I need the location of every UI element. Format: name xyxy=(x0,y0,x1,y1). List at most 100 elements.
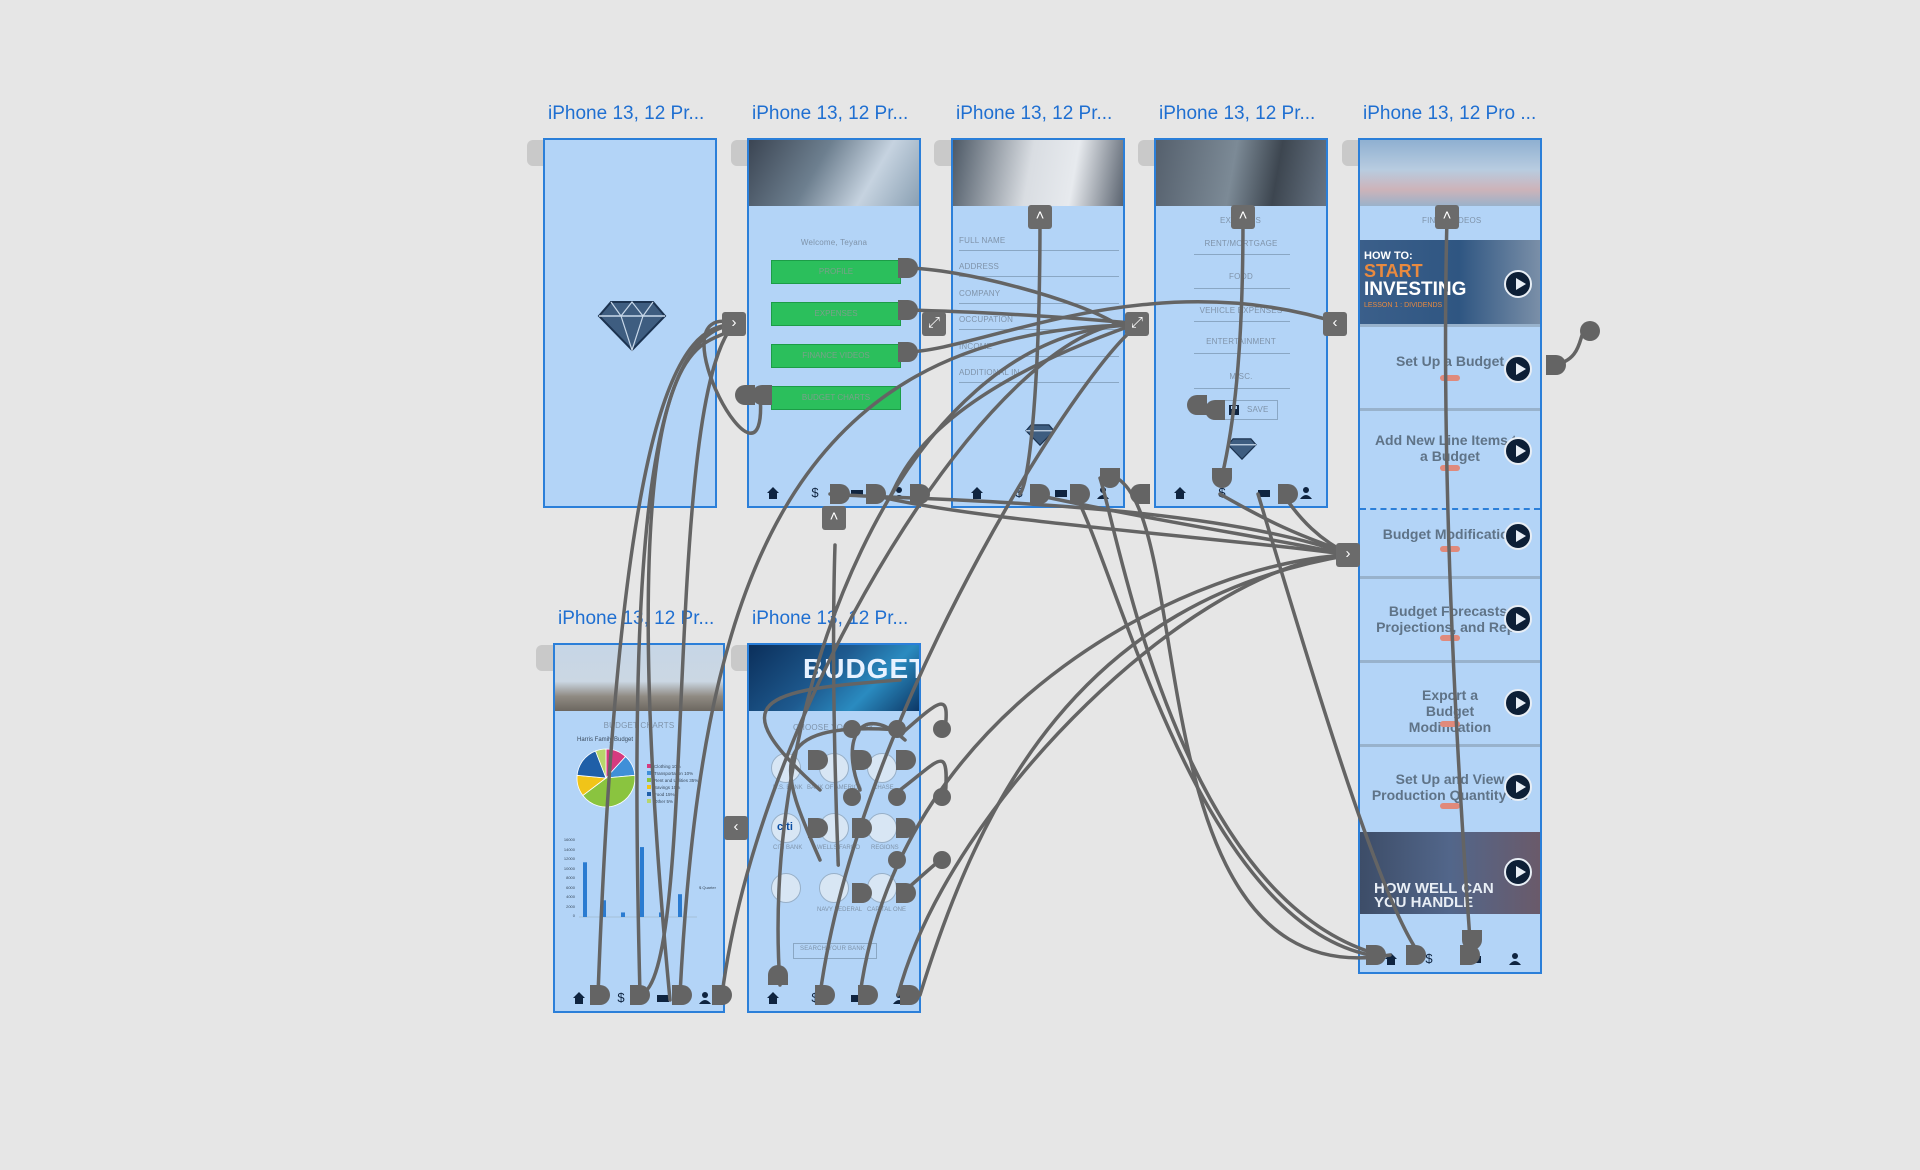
video-badge xyxy=(1440,635,1460,641)
play-icon[interactable] xyxy=(1504,270,1532,298)
chevron-up-icon[interactable]: ˄ xyxy=(822,506,846,530)
tab-bar: $ xyxy=(555,985,723,1011)
home-icon[interactable] xyxy=(970,486,984,500)
y-tick-label: 16000 xyxy=(563,837,575,842)
dollar-icon[interactable]: $ xyxy=(617,990,625,1005)
y-tick-label: 8000 xyxy=(566,875,575,880)
profile-field-additional[interactable]: ADDITIONAL IN xyxy=(959,368,1020,377)
profile-field-income[interactable]: INCOME xyxy=(959,342,993,351)
user-icon[interactable] xyxy=(1299,486,1313,500)
frame-title-banks[interactable]: iPhone 13, 12 Pr... xyxy=(752,608,909,629)
chevron-up-icon[interactable]: ˄ xyxy=(1028,205,1052,229)
finance-videos-button[interactable]: FINANCE VIDEOS xyxy=(771,344,901,368)
card-icon[interactable] xyxy=(850,486,864,500)
profile-field-company[interactable]: COMPANY xyxy=(959,289,1001,298)
investing-banner[interactable]: HOW TO: START INVESTING LESSON 1 : DIVID… xyxy=(1360,240,1540,324)
dollar-icon[interactable]: $ xyxy=(811,990,819,1005)
legend-swatch xyxy=(647,792,651,796)
profile-field-full-name[interactable]: FULL NAME xyxy=(959,236,1006,245)
chevron-up-icon[interactable]: ˄ xyxy=(1435,205,1459,229)
play-icon[interactable] xyxy=(1504,437,1532,465)
frame-title-expenses[interactable]: iPhone 13, 12 Pr... xyxy=(1159,103,1316,124)
welcome-frame[interactable]: Welcome, Teyana PROFILE EXPENSES FINANCE… xyxy=(747,138,921,508)
bar xyxy=(583,862,587,917)
video-item[interactable]: Set Up a Budget xyxy=(1360,324,1540,411)
dollar-icon[interactable]: $ xyxy=(1218,485,1226,500)
home-icon[interactable] xyxy=(766,486,780,500)
frame-title-splash[interactable]: iPhone 13, 12 Pr... xyxy=(548,103,705,124)
chevron-right-icon[interactable]: › xyxy=(1336,543,1360,567)
legend-entry: Transportation 10% xyxy=(647,770,723,777)
card-icon[interactable] xyxy=(1054,486,1068,500)
chevron-left-icon[interactable]: ‹ xyxy=(724,816,748,840)
card-icon[interactable] xyxy=(1257,486,1271,500)
splash-frame[interactable] xyxy=(543,138,717,508)
video-badge xyxy=(1440,721,1460,727)
legend-swatch xyxy=(647,778,651,782)
budget-charts-button[interactable]: BUDGET CHARTS xyxy=(771,386,901,410)
profile-field-occupation[interactable]: OCCUPATION xyxy=(959,315,1014,324)
play-icon[interactable] xyxy=(1504,605,1532,633)
banner-line-2: START xyxy=(1364,261,1423,281)
video-item[interactable]: Set Up and View Production Quantity Re xyxy=(1360,744,1540,831)
banner-line-4: LESSON 1 : DIVIDENDS xyxy=(1364,302,1443,309)
frame-title-profile[interactable]: iPhone 13, 12 Pr... xyxy=(956,103,1113,124)
expenses-heading-end: ES xyxy=(1250,216,1262,225)
home-icon[interactable] xyxy=(572,991,586,1005)
expense-rent[interactable]: RENT/MORTGAGE xyxy=(1204,239,1278,248)
family-photo xyxy=(749,140,919,206)
frame-title-charts[interactable]: iPhone 13, 12 Pr... xyxy=(558,608,715,629)
frame-tab xyxy=(1138,140,1156,166)
card-icon[interactable] xyxy=(850,991,864,1005)
video-title: Set Up a Budget xyxy=(1395,353,1505,369)
dollar-icon[interactable]: $ xyxy=(1425,951,1433,966)
play-icon[interactable] xyxy=(1504,858,1532,886)
play-icon[interactable] xyxy=(1504,689,1532,717)
y-tick-label: 12000 xyxy=(563,856,575,861)
chevron-left-icon[interactable]: ‹ xyxy=(1323,312,1347,336)
bank-logo[interactable] xyxy=(771,873,801,903)
tab-bar: $ xyxy=(1156,480,1326,506)
expenses-button[interactable]: EXPENSES xyxy=(771,302,901,326)
bar-series-label: $ Quarter xyxy=(699,885,716,890)
home-icon[interactable] xyxy=(1173,486,1187,500)
legend-swatch xyxy=(647,771,651,775)
dollar-icon[interactable]: $ xyxy=(811,485,819,500)
chevron-right-icon[interactable]: › xyxy=(722,312,746,336)
y-tick-label: 14000 xyxy=(563,846,575,852)
frame-tab xyxy=(731,140,749,166)
banner-text: HOW WELL CAN YOU HANDLE xyxy=(1374,880,1494,911)
prototype-connector-icon[interactable]: ⤢ xyxy=(922,312,946,336)
bank-label: CITI BANK xyxy=(773,845,803,851)
y-tick-label: 4000 xyxy=(566,894,575,899)
frame-title-welcome[interactable]: iPhone 13, 12 Pr... xyxy=(752,103,909,124)
legend-entry: Savings 10% xyxy=(647,784,723,791)
bank-label: NAVY FEDERAL xyxy=(817,907,863,913)
prototype-connector-icon[interactable]: ⤢ xyxy=(1125,312,1149,336)
field-underline xyxy=(1194,388,1290,389)
profile-button[interactable]: PROFILE xyxy=(771,260,901,284)
legend-entry: Food 15% xyxy=(647,791,723,798)
search-bank-label: SEARCH YOUR BANK xyxy=(800,946,866,952)
home-icon[interactable] xyxy=(766,991,780,1005)
search-bank-button[interactable]: SEARCH YOUR BANK xyxy=(793,943,877,959)
profile-field-address[interactable]: ADDRESS xyxy=(959,262,1000,271)
user-icon[interactable] xyxy=(698,991,712,1005)
play-icon[interactable] xyxy=(1504,522,1532,550)
banner-line-1: HOW TO: xyxy=(1364,250,1413,262)
field-underline xyxy=(959,356,1119,357)
bank-logo[interactable] xyxy=(867,753,897,783)
video-item[interactable]: Export a Budget Modification xyxy=(1360,660,1540,747)
video-item[interactable]: Add New Line Items to a Budget xyxy=(1360,408,1540,495)
card-icon[interactable] xyxy=(656,991,670,1005)
legend-label: Transportation 10% xyxy=(654,771,694,776)
play-icon[interactable] xyxy=(1504,355,1532,383)
save-label: SAVE xyxy=(1247,405,1269,414)
frame-title-videos[interactable]: iPhone 13, 12 Pro ... xyxy=(1363,103,1537,124)
expense-misc[interactable]: MISC. xyxy=(1229,372,1253,381)
chevron-up-icon[interactable]: ˄ xyxy=(1231,205,1255,229)
user-icon[interactable] xyxy=(1508,952,1522,966)
play-icon[interactable] xyxy=(1504,773,1532,801)
legend-label: Clothing 10% xyxy=(654,764,681,769)
